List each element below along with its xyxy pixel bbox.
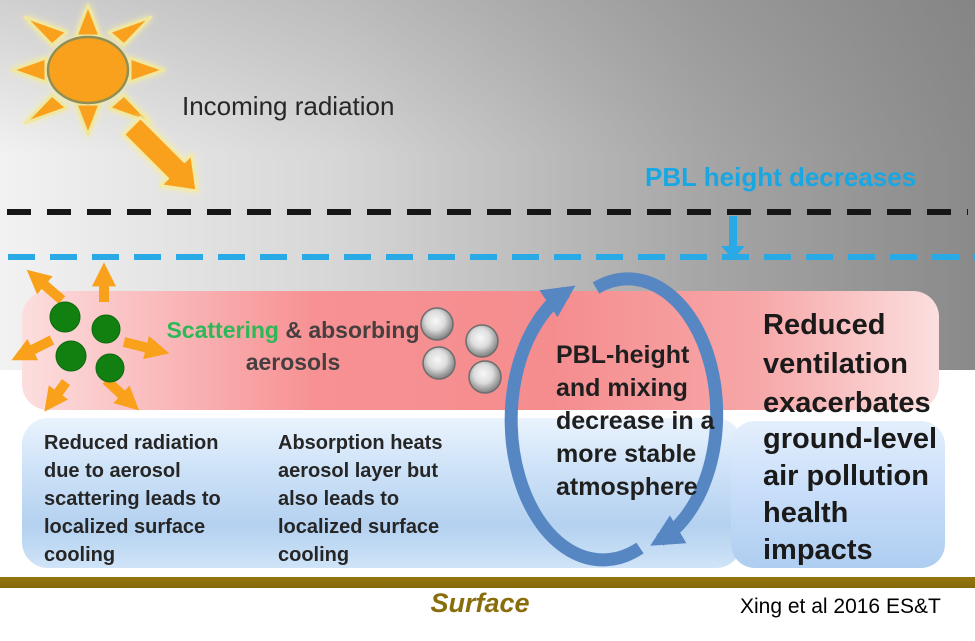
aerosols-word: aerosols xyxy=(245,349,341,375)
absorbing-words: & absorbing xyxy=(278,317,420,343)
original-pbl-dashed-line xyxy=(7,209,968,215)
pollution-impacts-box xyxy=(731,421,945,568)
surface-bar xyxy=(0,577,975,588)
absorption-cooling-text: Absorption heats aerosol layer but also … xyxy=(278,432,443,566)
aerosol-band-label: Scattering & absorbing aerosols xyxy=(150,314,436,378)
pbl-mixing-text: PBL-height and mixing decrease in a more… xyxy=(556,341,715,501)
reduced-ventilation-text: Reduced ventilation exacerbates xyxy=(763,309,931,419)
incoming-radiation-label: Incoming radiation xyxy=(182,91,395,121)
scattering-word: Scattering xyxy=(166,317,279,343)
citation-patch: Xing et al 2016 ES&T xyxy=(726,588,975,641)
ground-level-impacts-text: ground-level air pollution health impact… xyxy=(763,423,938,566)
pbl-height-decreases-label: PBL height decreases xyxy=(645,162,917,192)
surface-label: Surface xyxy=(430,588,530,618)
lowered-pbl-dashed-line xyxy=(8,254,975,260)
scattering-cooling-text: Reduced radiation due to aerosol scatter… xyxy=(44,432,221,566)
citation-text: Xing et al 2016 ES&T xyxy=(740,595,941,618)
